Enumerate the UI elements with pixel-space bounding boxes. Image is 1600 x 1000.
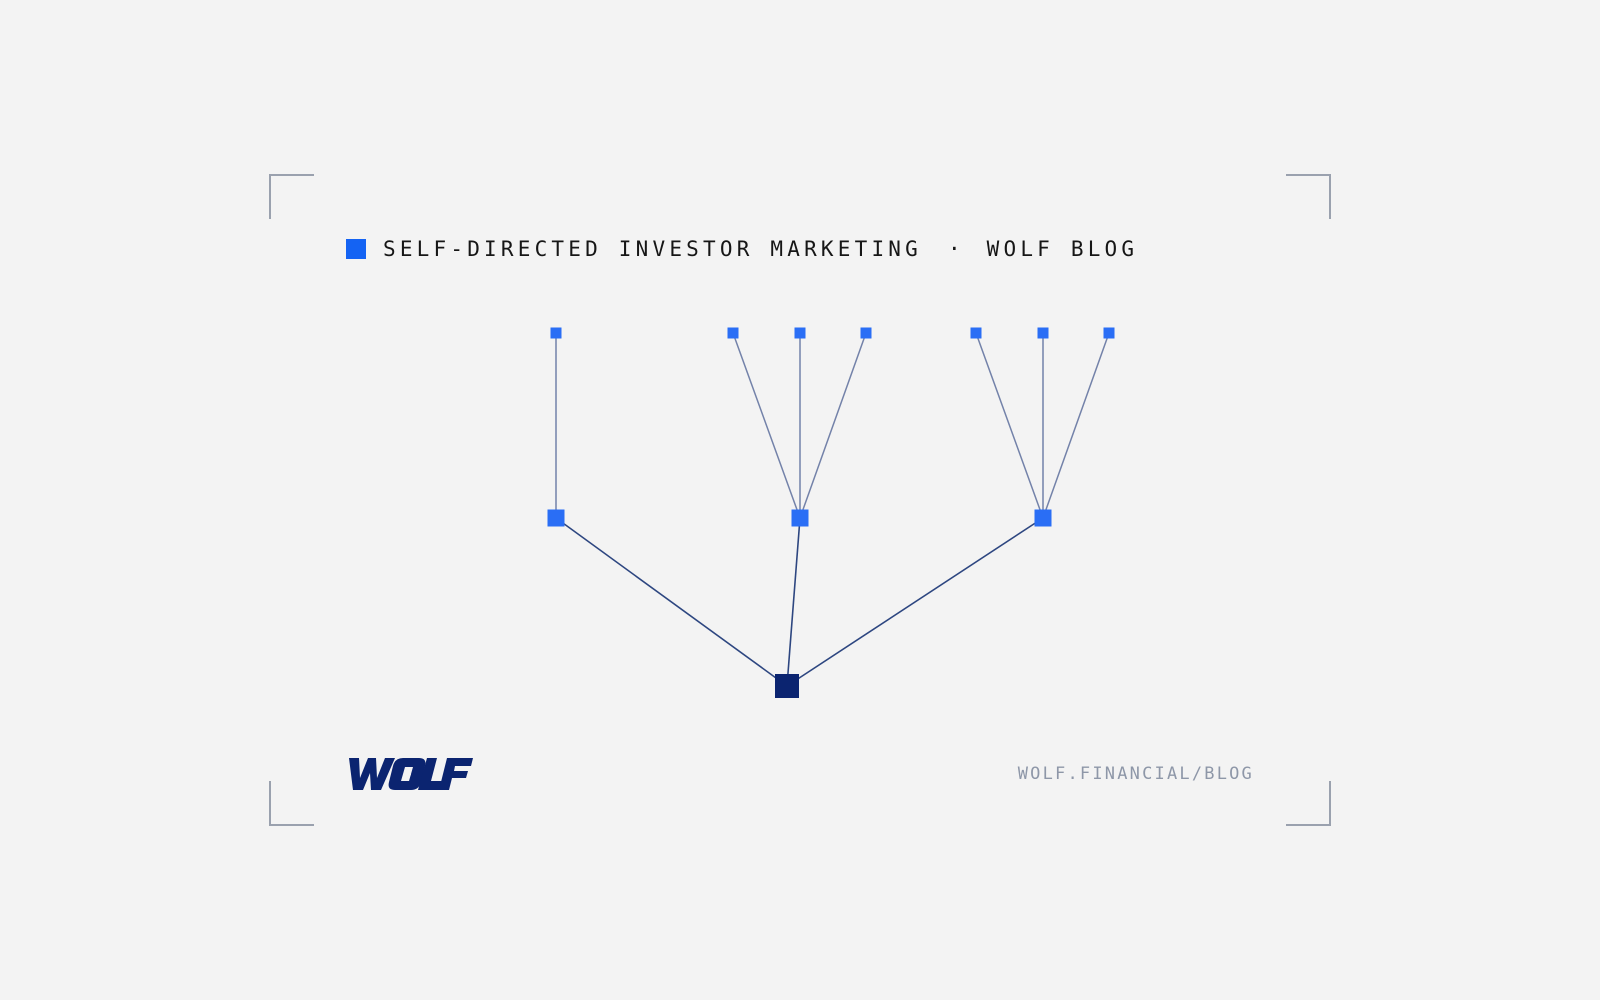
wolf-logo [349,758,473,790]
node-leaf-2-3 [860,327,872,339]
edge-branch-2-to-leaf-2-1 [732,332,801,519]
node-root [775,674,799,698]
node-leaf-2-2 [794,327,806,339]
corner-top-left [269,174,314,219]
header-line: SELF-DIRECTED INVESTOR MARKETING · WOLF … [346,236,1138,262]
node-leaf-3-1 [970,327,982,339]
edge-root-to-branch-3 [786,517,1044,687]
corner-top-right [1286,174,1331,219]
node-leaf-2-1 [727,327,739,339]
corner-bottom-left [269,781,314,826]
edge-root-to-branch-2 [786,517,801,687]
edge-branch-2-to-leaf-2-3 [799,332,867,519]
node-branch-2 [791,509,809,527]
edge-branch-3-to-leaf-3-3 [1042,332,1110,519]
category-label: SELF-DIRECTED INVESTOR MARKETING [383,237,922,261]
node-branch-3 [1034,509,1052,527]
node-leaf-3-2 [1037,327,1049,339]
node-leaf-3-3 [1103,327,1115,339]
accent-square [346,239,366,259]
separator-dot: · [947,237,961,261]
edge-branch-3-to-leaf-3-1 [975,332,1044,519]
node-leaf-1-1 [550,327,562,339]
source-label: WOLF BLOG [986,237,1139,261]
blog-url[interactable]: WOLF.FINANCIAL/BLOG [1017,764,1254,784]
edge-root-to-branch-1 [555,517,788,687]
node-branch-1 [547,509,565,527]
corner-bottom-right [1286,781,1331,826]
